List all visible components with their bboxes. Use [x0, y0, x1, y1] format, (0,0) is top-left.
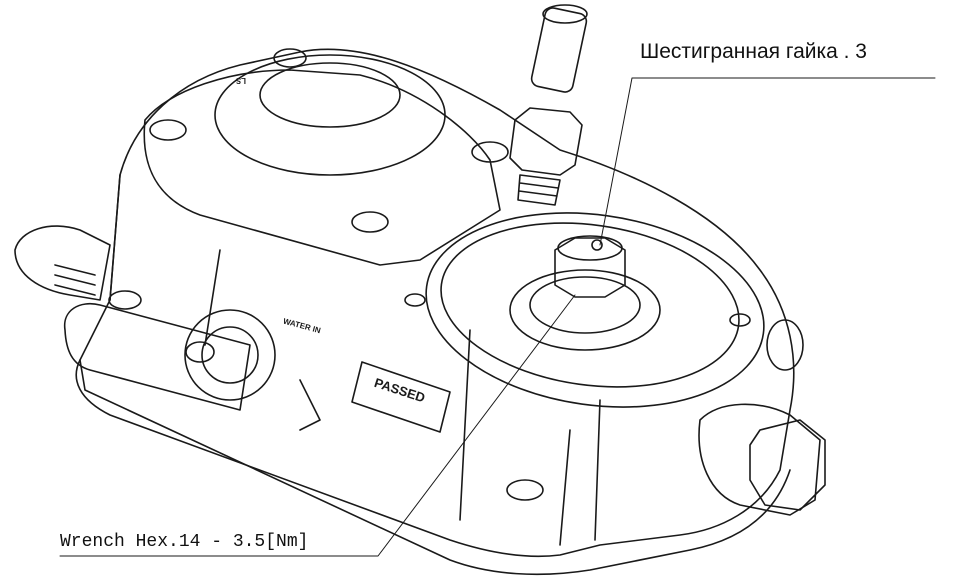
- right-hex-plug: [749, 419, 826, 511]
- water-in-label: WATER IN: [282, 317, 322, 336]
- hex-nut: [554, 237, 626, 298]
- screw: [471, 141, 509, 163]
- passed-plate: [351, 361, 451, 433]
- screw: [351, 211, 389, 233]
- screw: [108, 290, 142, 310]
- hex-nut-callout: Шестигранная гайка . 3: [640, 40, 867, 63]
- fitting-thread: [517, 174, 561, 206]
- screw: [404, 293, 426, 307]
- leader-line-bottom: [59, 294, 576, 557]
- left-thread: [54, 264, 96, 296]
- housing-detail: [109, 174, 601, 546]
- diaphragm-cover-outer: [425, 212, 765, 408]
- water-pipe-end: [184, 309, 276, 401]
- top-mark-label: LS: [235, 76, 246, 85]
- leader-line-top: [599, 77, 936, 246]
- screw: [185, 341, 215, 363]
- screw: [149, 119, 187, 141]
- fitting-upper: [530, 7, 588, 93]
- hex-nut-top: [557, 235, 623, 261]
- water-pipe-bore: [201, 326, 259, 384]
- dome-top: [214, 54, 446, 176]
- screw: [506, 479, 544, 501]
- diaphragm-boss: [509, 269, 661, 351]
- screws: [108, 48, 751, 501]
- diaphragm-cover-inner: [440, 222, 740, 388]
- nut-center: [591, 239, 603, 251]
- side-port: [766, 319, 804, 371]
- wrench-spec-callout: Wrench Hex.14 - 3.5[Nm]: [60, 532, 309, 552]
- fitting-hex: [509, 107, 583, 176]
- dome-inner: [259, 62, 401, 128]
- water-pipe: [64, 303, 251, 411]
- diaphragm-boss-inner: [529, 276, 641, 334]
- fitting-tip: [542, 4, 588, 24]
- dome-cover: [143, 69, 501, 266]
- screw: [273, 48, 307, 68]
- screw: [729, 313, 751, 327]
- passed-label: PASSED: [372, 375, 427, 405]
- right-outlet: [698, 403, 821, 516]
- left-inlet: [14, 225, 111, 301]
- housing-outline: [75, 48, 795, 558]
